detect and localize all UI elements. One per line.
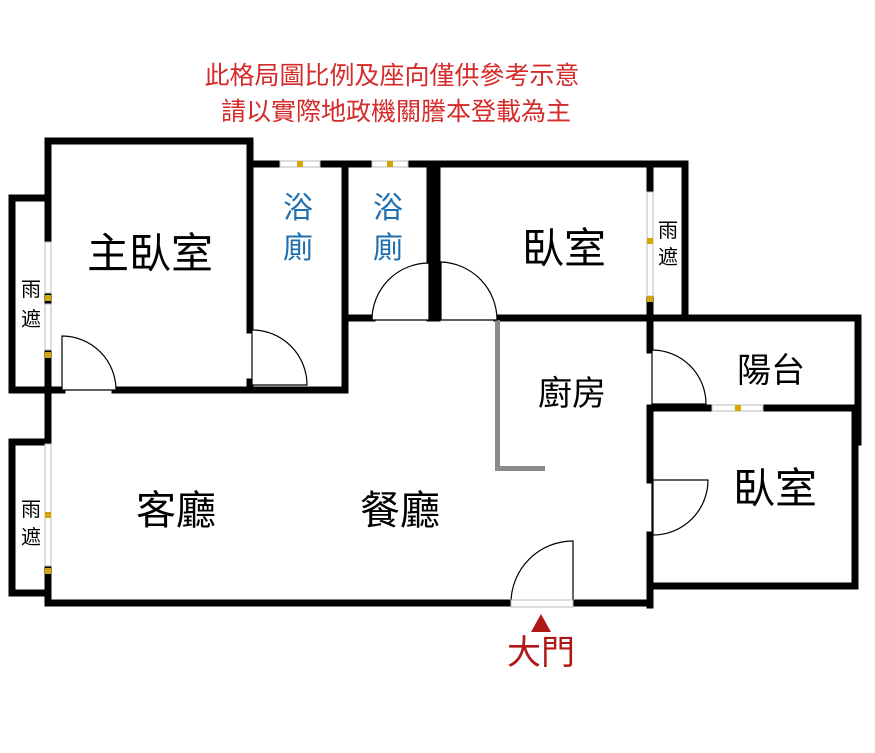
label-canopy-3-line2: 遮: [658, 245, 678, 269]
label-bathroom-2-line2: 廁: [373, 231, 403, 266]
window-master-west: [44, 241, 52, 294]
door-balcony[interactable]: [651, 349, 707, 405]
label-bathroom-1-line2: 廁: [283, 231, 313, 266]
label-canopy-2-line2: 遮: [21, 525, 41, 549]
label-canopy-2-line1: 雨: [21, 497, 41, 521]
entry-threshold: [510, 599, 574, 608]
label-bathroom-1-line1: 浴: [283, 191, 313, 226]
label-entry: 大門: [507, 633, 575, 673]
window-tick: [45, 352, 51, 358]
notice-line-1: 此格局圖比例及座向僅供參考示意: [204, 61, 579, 90]
window-tick: [647, 296, 653, 302]
door-entry[interactable]: [510, 540, 574, 604]
label-master-bedroom: 主臥室: [87, 229, 213, 278]
label-living-room: 客廳: [136, 488, 216, 534]
door-master-bedroom[interactable]: [61, 335, 117, 391]
window-tick: [647, 238, 653, 244]
window-tick: [45, 512, 51, 518]
window-tick: [45, 295, 51, 301]
notice-line-2: 請以實際地政機關謄本登載為主: [221, 97, 571, 126]
up-triangle-icon: [531, 614, 551, 632]
walls: [8, 137, 862, 609]
window-tick: [735, 405, 741, 411]
window-tick: [297, 161, 303, 167]
door-bathroom-2[interactable]: [371, 262, 430, 321]
label-canopy-1-line2: 遮: [21, 307, 41, 331]
window-tick: [45, 568, 51, 574]
doors: [61, 261, 709, 608]
partition-horizontal: [495, 466, 545, 471]
label-bedroom-3: 臥室: [733, 464, 817, 513]
label-balcony: 陽台: [737, 351, 805, 391]
label-kitchen: 廚房: [538, 374, 606, 414]
window-tick: [387, 161, 393, 167]
door-bedroom-2[interactable]: [440, 261, 498, 321]
window-living-west: [44, 443, 52, 567]
window-master-west-2: [44, 303, 52, 351]
openings: [44, 160, 764, 574]
door-bathroom-1[interactable]: [251, 329, 308, 386]
label-bathroom-2-line1: 浴: [373, 191, 403, 226]
label-bedroom-2: 臥室: [522, 224, 606, 273]
door-bedroom-3[interactable]: [652, 479, 709, 536]
label-canopy-3-line1: 雨: [658, 218, 678, 242]
label-dining-room: 餐廳: [360, 488, 440, 534]
label-canopy-1-line1: 雨: [21, 277, 41, 301]
kitchen-partition: [495, 320, 545, 471]
partition-vertical: [495, 320, 500, 470]
